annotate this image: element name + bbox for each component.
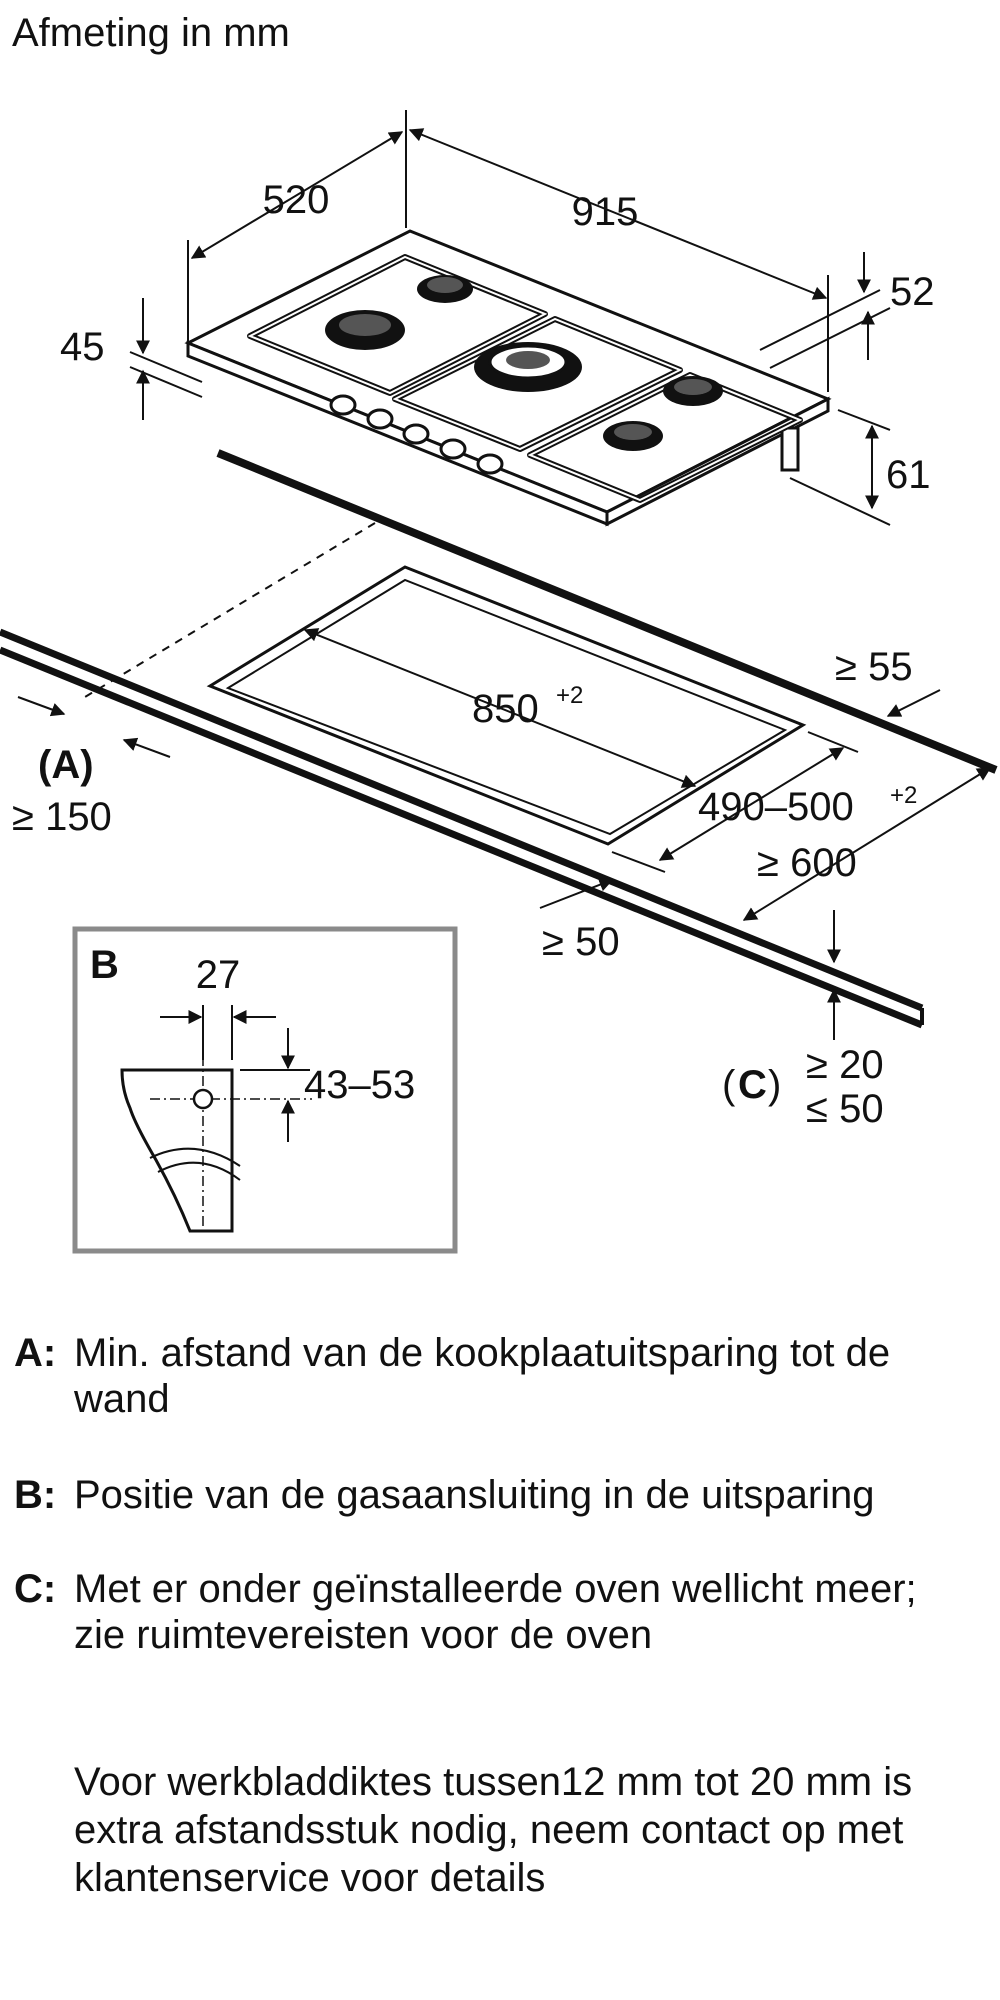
legend-item-c: C: Met er onder geïnstalleerde oven well…: [14, 1566, 974, 1658]
control-knobs: [329, 394, 504, 475]
dim-cutout-depth-label: 490–500: [698, 785, 854, 829]
worktop-thickness-note: Voor werkbladdiktes tussen12 mm tot 20 m…: [74, 1760, 913, 1900]
legend: A: Min. afstand van de kookplaatuitspari…: [14, 1330, 974, 1422]
dim-thickness-max-label: ≤ 50: [806, 1087, 884, 1131]
hob-illustration: [184, 229, 832, 527]
legend-key-b: B:: [14, 1473, 57, 1517]
worktop: [0, 449, 998, 1029]
marker-c: C: [738, 1063, 767, 1107]
dim-rear-min-label: ≥ 55: [835, 645, 913, 689]
dim-thickness-min-label: ≥ 20: [806, 1043, 884, 1087]
dim-cutout-width-label: 850: [472, 687, 539, 731]
dim-frame-height-label: 45: [60, 325, 105, 369]
detail-b-offset-label: 27: [196, 953, 241, 997]
marker-c-open: (: [722, 1063, 736, 1107]
legend-text-c: Met er onder geïnstalleerde oven wellich…: [74, 1567, 917, 1657]
detail-b-box: B 27 43–53: [72, 926, 458, 1254]
dim-depth-label: 520: [263, 178, 330, 222]
dim-rear-offset-label: 52: [890, 270, 935, 314]
dim-width-label: 915: [572, 190, 639, 234]
legend-key-a: A:: [14, 1331, 57, 1375]
dim-wall-min-label: ≥ 150: [12, 795, 112, 839]
dim-cutout-width-tolerance: +2: [556, 682, 583, 709]
marker-a: (A): [38, 743, 94, 787]
legend-item-b: B: Positie van de gasaansluiting in de u…: [14, 1472, 974, 1518]
dim-total-height-label: 61: [886, 453, 931, 497]
detail-b-height-label: 43–53: [304, 1063, 415, 1107]
detail-b-label: B: [90, 943, 119, 987]
legend-item-a: A: Min. afstand van de kookplaatuitspari…: [14, 1330, 974, 1422]
dim-front-min-label: ≥ 50: [542, 920, 620, 964]
gas-connection-hole: [192, 1088, 214, 1110]
marker-c-close: ): [768, 1063, 781, 1107]
dim-side-min-label: ≥ 600: [757, 841, 857, 885]
diagram-title: Afmeting in mm: [12, 11, 290, 55]
dim-cutout-depth-tolerance: +2: [890, 782, 917, 809]
installation-diagram: Afmeting in mm: [0, 11, 998, 1254]
legend-b: B: Positie van de gasaansluiting in de u…: [14, 1472, 974, 1518]
gas-connector: [780, 426, 800, 472]
legend-text-b: Positie van de gasaansluiting in de uits…: [74, 1473, 875, 1517]
bracket-profile: [120, 1068, 234, 1233]
legend-text-a: Min. afstand van de kookplaatuitsparing …: [74, 1331, 891, 1421]
legend-c: C: Met er onder geïnstalleerde oven well…: [14, 1566, 974, 1658]
legend-key-c: C:: [14, 1567, 57, 1611]
